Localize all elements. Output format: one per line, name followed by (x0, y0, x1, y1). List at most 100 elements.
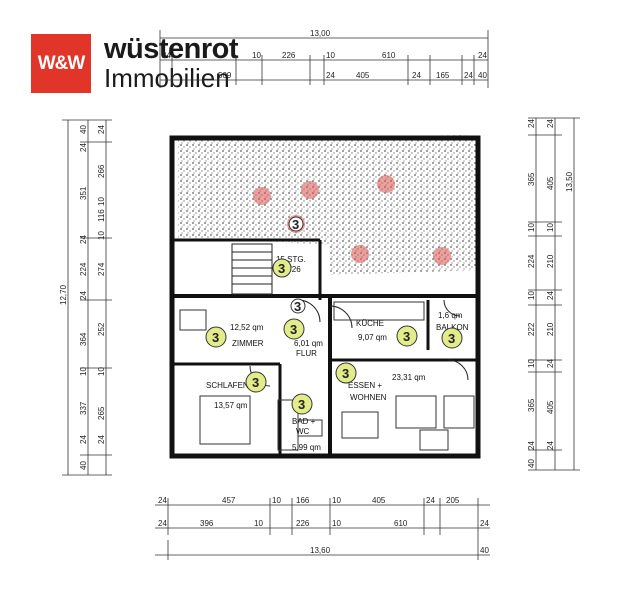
bottom-dim: 10 (272, 496, 281, 505)
bottom-total-dim: 13,60 (310, 546, 331, 555)
right-dim: 224 (527, 254, 536, 268)
badge: 3 (205, 326, 227, 348)
right-dim: 10 (527, 359, 536, 368)
right-dim: 210 (546, 254, 555, 268)
badge-label: 3 (342, 366, 349, 381)
walls (169, 135, 481, 459)
left-dim: 364 (79, 332, 88, 346)
bottom-dimensions (155, 498, 490, 560)
brand-logo-text: W&W (37, 52, 86, 74)
brand-logo: W&W (31, 34, 91, 93)
badge-label: 3 (298, 397, 305, 412)
top-dim: 226 (282, 51, 296, 60)
room-area-kueche: 9,07 qm (358, 333, 387, 342)
badge-label: 3 (290, 322, 297, 337)
top-dim: 24 (326, 71, 335, 80)
right-dim: 24 (527, 119, 536, 128)
top-dim: 24 (478, 51, 487, 60)
right-dim: 24 (546, 441, 555, 450)
room-label-flur: FLUR (296, 349, 317, 358)
left-dim: 116 (97, 209, 106, 222)
left-dim: 24 (79, 235, 88, 244)
left-dim: 252 (97, 322, 106, 336)
bottom-dim: 10 (254, 519, 263, 528)
right-dim: 24 (527, 441, 536, 450)
left-dim: 24 (97, 435, 106, 444)
left-dim: 266 (97, 164, 106, 178)
bottom-dim: 10 (332, 519, 341, 528)
left-dim: 24 (97, 125, 106, 134)
badge-label: 3 (292, 217, 299, 232)
bottom-dim: 24 (426, 496, 435, 505)
room-label-wc: WC (296, 427, 310, 436)
badge: 3 (290, 298, 306, 314)
right-total-dim: 13,50 (565, 171, 574, 192)
top-dim: 24 (412, 71, 421, 80)
left-dim: 265 (97, 406, 106, 420)
top-dim: 10 (326, 51, 335, 60)
badge: 3 (291, 393, 313, 415)
right-dim: 210 (546, 322, 555, 336)
brand-subtitle: Immobilien (104, 63, 230, 93)
left-dim: 337 (79, 401, 88, 415)
left-dim: 351 (79, 186, 88, 200)
left-dim: 24 (79, 143, 88, 152)
bottom-dim: 396 (200, 519, 214, 528)
badge-label: 3 (278, 261, 285, 276)
badge: 3 (283, 318, 305, 340)
staircase (231, 243, 273, 295)
badge: 3 (245, 371, 267, 393)
left-dimensions (62, 119, 112, 476)
bottom-dim: 24 (158, 496, 167, 505)
left-dim: 40 (79, 125, 88, 134)
top-dim: 40 (478, 71, 487, 80)
room-label-stair: 15 STG. (276, 255, 306, 264)
doors (249, 299, 469, 387)
left-dim: 10 (97, 367, 106, 376)
badge: 3 (272, 258, 292, 278)
redacted-upper-unit (178, 135, 480, 275)
badge-label: 3 (294, 299, 301, 314)
room-area-flur: 6,01 qm (294, 339, 323, 348)
badge: 3 (288, 216, 304, 232)
left-dim: 24 (79, 291, 88, 300)
badge-label: 3 (212, 330, 219, 345)
bottom-dim: 205 (446, 496, 460, 505)
badge: 3 (396, 325, 418, 347)
badge-label: 3 (448, 331, 455, 346)
top-dim: 24 (162, 51, 171, 60)
top-dim: 10 (252, 51, 261, 60)
badge: 3 (441, 327, 463, 349)
bottom-dim: 40 (480, 546, 489, 555)
furniture (179, 301, 475, 451)
room-label-schlafen: SCHLAFEN (206, 381, 249, 390)
right-dim: 24 (546, 359, 555, 368)
room-area-essen: 23,31 qm (392, 373, 426, 382)
right-dim: 405 (546, 176, 555, 190)
left-dim: 224 (79, 262, 88, 276)
badge-label: 3 (252, 375, 259, 390)
top-total-dim: 13,00 (310, 29, 331, 38)
right-dim: 40 (527, 459, 536, 468)
left-dim: 10 (79, 367, 88, 376)
right-dimensions (528, 117, 580, 471)
left-dim: 24 (79, 435, 88, 444)
room-area-schlafen: 13,57 qm (214, 401, 248, 410)
right-dim: 365 (527, 172, 536, 186)
right-dim: 10 (527, 223, 536, 232)
room-label-balkon: BALKON (436, 323, 469, 332)
room-label-zimmer: ZIMMER (232, 339, 264, 348)
bottom-dim: 226 (296, 519, 310, 528)
top-dimensions (159, 30, 489, 88)
room-label-wohnen: WOHNEN (350, 393, 387, 402)
right-dim: 365 (527, 398, 536, 412)
top-dim: 165 (436, 71, 450, 80)
bottom-dim: 10 (332, 496, 341, 505)
top-dim: 509 (218, 71, 232, 80)
bottom-dim: 405 (372, 496, 386, 505)
right-dim: 222 (527, 322, 536, 336)
right-dim: 405 (546, 400, 555, 414)
top-dim: 405 (356, 71, 370, 80)
left-dim: 274 (97, 262, 106, 276)
room-label-essen: ESSEN + (348, 381, 382, 390)
